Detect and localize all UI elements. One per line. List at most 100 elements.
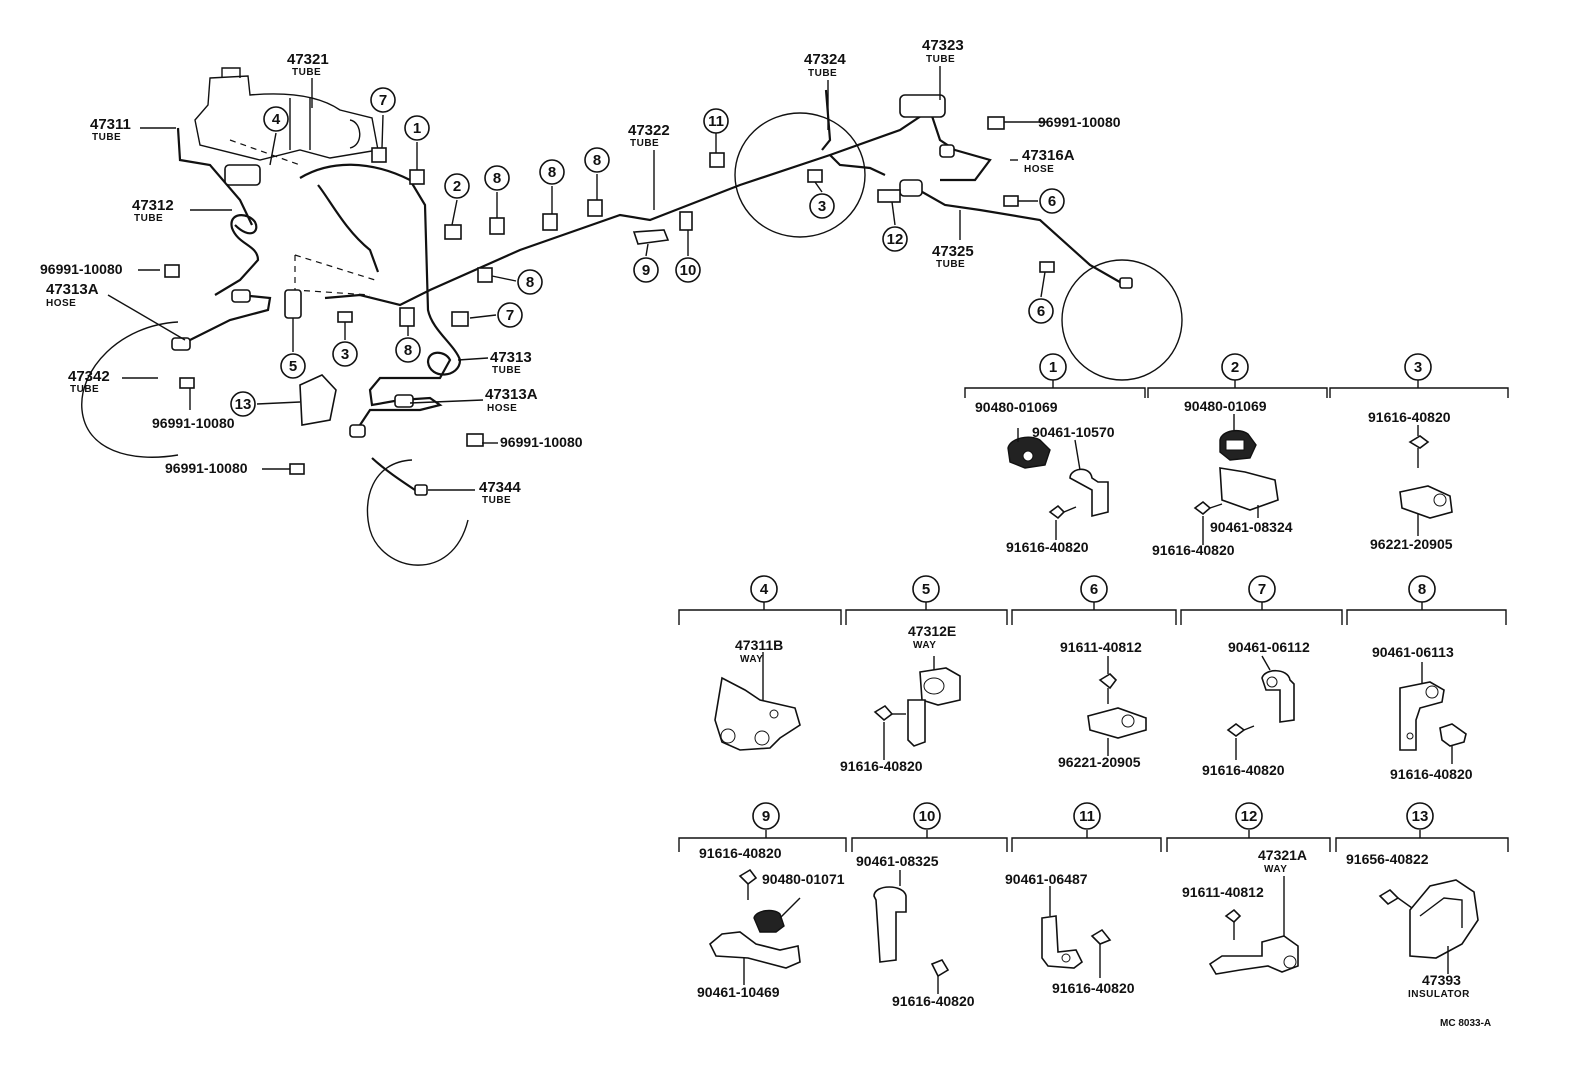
detail-header-11: 11 (1073, 802, 1101, 830)
detail-2-part-b: 90461-08324 (1210, 519, 1293, 535)
detail-1-part-a: 90480-01069 (975, 399, 1058, 415)
detail-1-part-b: 90461-10570 (1032, 424, 1115, 440)
callout-96991-c: 96991-10080 (165, 460, 248, 476)
detail-bracket-13 (1335, 837, 1509, 852)
guide-line-a (229, 139, 301, 166)
detail-bracket-1 (964, 387, 1146, 398)
detail-7-part-a: 90461-06112 (1228, 639, 1310, 655)
detail-bracket-7 (1180, 609, 1343, 625)
detail-bracket-8 (1346, 609, 1507, 625)
ref-circle-11: 11 (703, 108, 729, 134)
svg-text:1: 1 (413, 120, 421, 137)
callout-47316A: 47316A HOSE (1022, 147, 1075, 175)
leader-lines (107, 66, 1048, 491)
callout-96991-b: 96991-10080 (152, 415, 235, 431)
front-right-brake-disc (366, 459, 469, 566)
svg-text:8: 8 (593, 152, 601, 169)
callout-47313A-mid: 47313A HOSE (485, 386, 538, 414)
svg-text:11: 11 (708, 113, 724, 130)
svg-text:47313A: 47313A (46, 281, 99, 298)
svg-text:13: 13 (235, 396, 252, 413)
ref-circle-9: 9 (633, 257, 659, 283)
fittings (171, 94, 1133, 496)
svg-text:2: 2 (453, 178, 461, 195)
callout-47325: 47325 TUBE (932, 243, 974, 270)
ref-circle-1: 1 (404, 115, 430, 141)
svg-text:TUBE: TUBE (292, 67, 321, 78)
detail-bracket-3 (1329, 387, 1509, 398)
callout-47321: 47321 TUBE (287, 51, 329, 78)
detail-10-parts (873, 870, 950, 994)
detail-3-part-b: 96221-20905 (1370, 536, 1453, 552)
svg-text:7: 7 (506, 307, 514, 324)
callout-96991-a: 96991-10080 (40, 261, 123, 277)
callout-96991-d: 96991-10080 (500, 434, 583, 450)
detail-8-part-a: 90461-06113 (1372, 644, 1454, 660)
detail-bracket-2 (1147, 387, 1328, 398)
detail-bracket-9 (678, 837, 847, 852)
detail-7-part-b: 91616-40820 (1202, 762, 1285, 778)
svg-text:HOSE: HOSE (487, 403, 517, 414)
svg-text:8: 8 (1418, 581, 1426, 598)
detail-10-part-a: 90461-08325 (856, 853, 939, 869)
detail-13-parts (1378, 879, 1479, 974)
ref-circle-8b: 8 (539, 159, 565, 185)
svg-text:13: 13 (1412, 808, 1429, 825)
svg-text:47342: 47342 (68, 368, 110, 385)
svg-text:7: 7 (1258, 581, 1266, 598)
detail-9-part-a: 91616-40820 (699, 845, 782, 861)
callout-47312: 47312 TUBE (132, 197, 174, 224)
clips (337, 147, 1055, 327)
detail-7-parts (1226, 655, 1295, 760)
svg-text:11: 11 (1079, 808, 1095, 825)
svg-text:3: 3 (1414, 359, 1422, 376)
detail-bracket-6 (1011, 609, 1177, 625)
detail-2-part-c: 91616-40820 (1152, 542, 1235, 558)
svg-text:TUBE: TUBE (926, 54, 955, 65)
detail-bracket-4 (678, 609, 842, 625)
svg-text:47313: 47313 (490, 349, 532, 366)
detail-header-1: 1 (1039, 353, 1067, 381)
svg-text:TUBE: TUBE (134, 213, 163, 224)
detail-header-13: 13 (1406, 802, 1434, 830)
guide-line-c (294, 254, 376, 281)
detail-4-label: 47311B WAY (735, 637, 783, 665)
detail-11-part-b: 91616-40820 (1052, 980, 1135, 996)
detail-1-part-c: 91616-40820 (1006, 539, 1089, 555)
callout-47324: 47324 TUBE (804, 51, 846, 79)
svg-text:6: 6 (1037, 303, 1045, 320)
detail-13-part-a: 91656-40822 (1346, 851, 1429, 867)
detail-bracket-11 (1011, 837, 1162, 852)
ref-circle-8a: 8 (484, 165, 510, 191)
svg-text:8: 8 (526, 274, 534, 291)
detail-header-12: 12 (1235, 802, 1263, 830)
detail-2-parts (1193, 414, 1279, 545)
svg-text:TUBE: TUBE (482, 495, 511, 506)
detail-header-6: 6 (1080, 575, 1108, 603)
detail-1-parts (1007, 428, 1109, 540)
svg-text:47393: 47393 (1422, 972, 1461, 988)
ref-circle-6a: 6 (1039, 188, 1065, 214)
ref-circle-7a: 7 (370, 87, 396, 113)
ref-circle-5: 5 (280, 353, 306, 379)
detail-8-part-b: 91616-40820 (1390, 766, 1473, 782)
ref-circle-4: 4 (263, 106, 289, 132)
detail-5-parts (873, 656, 961, 760)
svg-text:WAY: WAY (913, 640, 936, 651)
callout-47342: 47342 TUBE (68, 368, 110, 395)
detail-9-parts (709, 868, 801, 985)
detail-header-7: 7 (1248, 575, 1276, 603)
detail-12-parts (1208, 876, 1299, 975)
ref-circle-8e: 8 (395, 337, 421, 363)
callout-47313: 47313 TUBE (490, 349, 532, 376)
svg-text:47311: 47311 (90, 116, 131, 133)
svg-text:1: 1 (1049, 359, 1057, 376)
svg-text:9: 9 (762, 808, 770, 825)
detail-header-3: 3 (1404, 353, 1432, 381)
svg-text:8: 8 (493, 170, 501, 187)
detail-10-part-b: 91616-40820 (892, 993, 975, 1009)
front-left-brake-disc (81, 321, 179, 458)
svg-text:4: 4 (760, 581, 769, 598)
svg-text:10: 10 (919, 808, 936, 825)
svg-text:4: 4 (272, 111, 281, 128)
